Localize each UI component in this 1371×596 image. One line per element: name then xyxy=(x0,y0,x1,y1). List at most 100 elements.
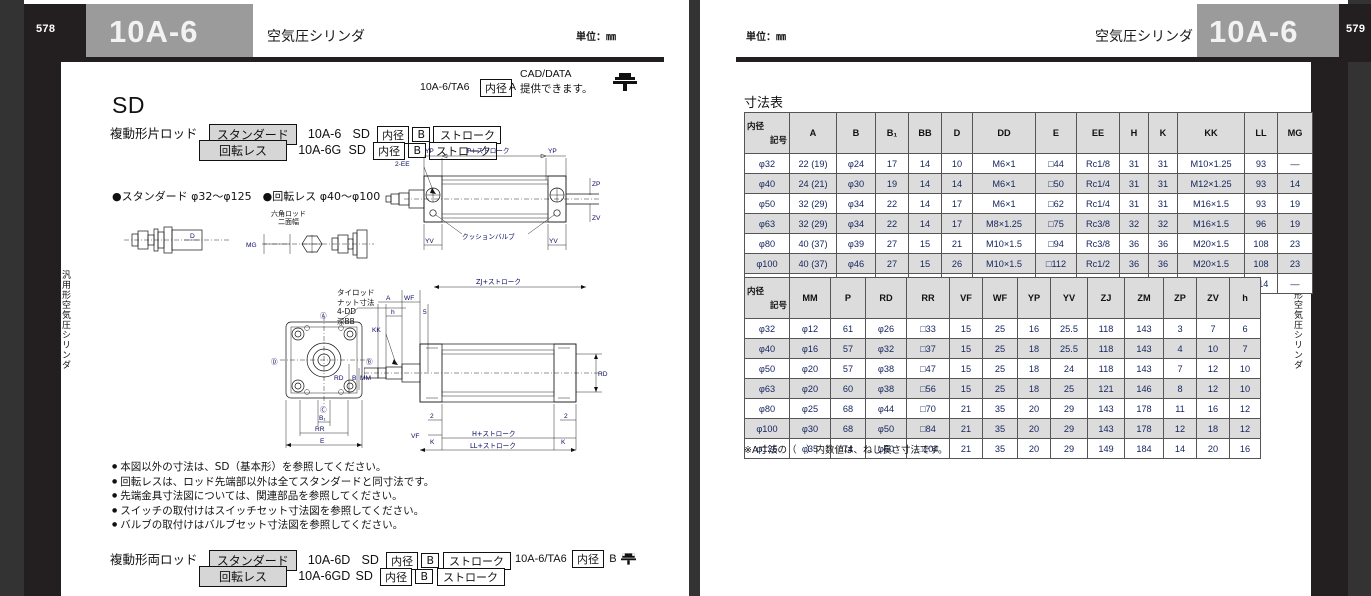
table-cell: φ34 xyxy=(836,213,876,234)
column-header-YV: YV xyxy=(1050,277,1088,319)
side-section-drawing: ZJ+ストローク A WF h 5 xyxy=(364,278,608,452)
left-unit-label: 単位：㎜ xyxy=(576,32,616,43)
table-cell: 121 xyxy=(1087,378,1125,399)
table-cell: 10 xyxy=(941,153,973,174)
table-cell: 24 (21) xyxy=(789,173,837,194)
column-header-A: A xyxy=(789,112,837,154)
label-zj-stroke: ZJ+ストローク xyxy=(476,278,521,286)
label-2-right: 2 xyxy=(564,413,568,420)
table-cell: 19 xyxy=(1277,213,1313,234)
right-unit-label: 単位：㎜ xyxy=(746,32,786,43)
column-header-ZM: ZM xyxy=(1124,277,1164,319)
left-header-rule xyxy=(24,57,664,62)
table-cell: φ44 xyxy=(865,398,907,419)
variant-bore-box-1: 内径 xyxy=(373,141,406,160)
footer-b-box-1: B xyxy=(415,569,434,584)
table-cell: 18 xyxy=(1196,418,1230,439)
table-cell: M8×1.25 xyxy=(972,213,1036,234)
table-cell: □75 xyxy=(1035,213,1077,234)
table-cell: 178 xyxy=(1124,418,1164,439)
table-cell: 35 xyxy=(982,398,1018,419)
column-header-K: K xyxy=(1148,112,1178,154)
table-cell: 19 xyxy=(1277,193,1313,214)
footer-cad-bore-box: 内径 xyxy=(571,550,604,568)
corner-bore-label: 内径 xyxy=(747,287,765,297)
footer-bore-box-0: 内径 xyxy=(386,551,419,570)
label-hex-width: 二面幅 xyxy=(278,218,299,226)
table-cell: 7 xyxy=(1196,318,1230,339)
table-cell: 25.5 xyxy=(1050,318,1088,339)
table-cell: 40 (37) xyxy=(789,253,837,274)
right-side-black-bar xyxy=(1311,62,1348,596)
table-cell: 25.5 xyxy=(1050,338,1088,359)
table-cell: 12 xyxy=(1163,418,1197,439)
table-cell: 12 xyxy=(1196,358,1230,379)
table-cell: 184 xyxy=(1124,438,1164,459)
label-k-left: K xyxy=(430,439,435,446)
table-cell: φ38 xyxy=(865,358,907,379)
column-header-DD: DD xyxy=(972,112,1036,154)
table-cell: 8 xyxy=(1163,378,1197,399)
table-cell: 6 xyxy=(1229,318,1261,339)
table-cell: Rc1/8 xyxy=(1076,153,1120,174)
variant-sd-1: SD xyxy=(348,142,366,157)
rd-b-mm-dims: RD B MM xyxy=(334,364,371,394)
table-cell: 178 xyxy=(1124,398,1164,419)
table-cell: 22 xyxy=(875,213,909,234)
table-cell: 22 xyxy=(875,193,909,214)
row-header-bore: φ40 xyxy=(744,173,790,194)
table-cell: 26 xyxy=(941,253,973,274)
table-cell: 31 xyxy=(1148,153,1178,174)
table-cell: φ38 xyxy=(865,378,907,399)
notes-list: 本図以外の寸法は、SD（基本形）を参照してください。 回転レスは、ロッド先端部以… xyxy=(112,460,434,533)
table-cell: 4 xyxy=(1163,338,1197,359)
note-item-1: 回転レスは、ロッド先端部以外は全てスタンダードと同寸法です。 xyxy=(112,475,434,490)
table-cell: 108 xyxy=(1244,253,1278,274)
row-header-bore: φ32 xyxy=(744,153,790,174)
tie-rod-note-2: ナット寸法 xyxy=(337,297,375,307)
label-circle-c: Ⓒ xyxy=(320,406,327,414)
table-cell: 32 (29) xyxy=(789,193,837,214)
table-cell: 68 xyxy=(830,398,866,419)
variant-type-label-0: 複動形片ロッド xyxy=(110,126,198,141)
table-cell: 93 xyxy=(1244,173,1278,194)
label-b1: B₁ xyxy=(319,415,326,422)
table-cell: 35 xyxy=(982,438,1018,459)
table-cell: □50 xyxy=(1035,173,1077,194)
right-product-code-block: 10A-6 xyxy=(1197,4,1339,62)
row-header-bore: φ50 xyxy=(744,193,790,214)
label-ll-stroke: LL+ストローク xyxy=(470,442,516,450)
table-cell: 17 xyxy=(875,153,909,174)
left-header-title: 空気圧シリンダ xyxy=(267,29,365,45)
table-cell: Rc1/2 xyxy=(1076,253,1120,274)
table-cell: 23 xyxy=(1277,233,1313,254)
table-cell: φ30 xyxy=(789,418,831,439)
table-cell: 14 xyxy=(1163,438,1197,459)
corner-symbol-label: 記号 xyxy=(769,136,787,146)
note-item-4: バルブの取付けはバルブセット寸法図を参照してください。 xyxy=(112,518,434,533)
table-cell: 40 (37) xyxy=(789,233,837,254)
table-cell: 96 xyxy=(1244,213,1278,234)
variant-stroke-box-1: ストローク xyxy=(429,141,498,160)
table-cell: Rc3/8 xyxy=(1076,233,1120,254)
column-header-RD: RD xyxy=(865,277,907,319)
table-cell: 20 xyxy=(1017,398,1051,419)
cad-data-label: CAD/DATA xyxy=(520,68,572,80)
column-header-LL: LL xyxy=(1244,112,1278,154)
table-cell: 31 xyxy=(1119,193,1149,214)
table-cell: M6×1 xyxy=(972,193,1036,214)
table-cell: 14 xyxy=(908,213,942,234)
cad-data-available: 提供できます。 xyxy=(520,83,593,95)
table-cell: M20×1.5 xyxy=(1177,233,1245,254)
table-cell: 15 xyxy=(949,318,983,339)
footer-cad-suffix: B xyxy=(609,553,617,566)
label-d: D xyxy=(190,233,195,240)
table-cell: φ50 xyxy=(865,418,907,439)
row-header-bore: φ100 xyxy=(744,253,790,274)
